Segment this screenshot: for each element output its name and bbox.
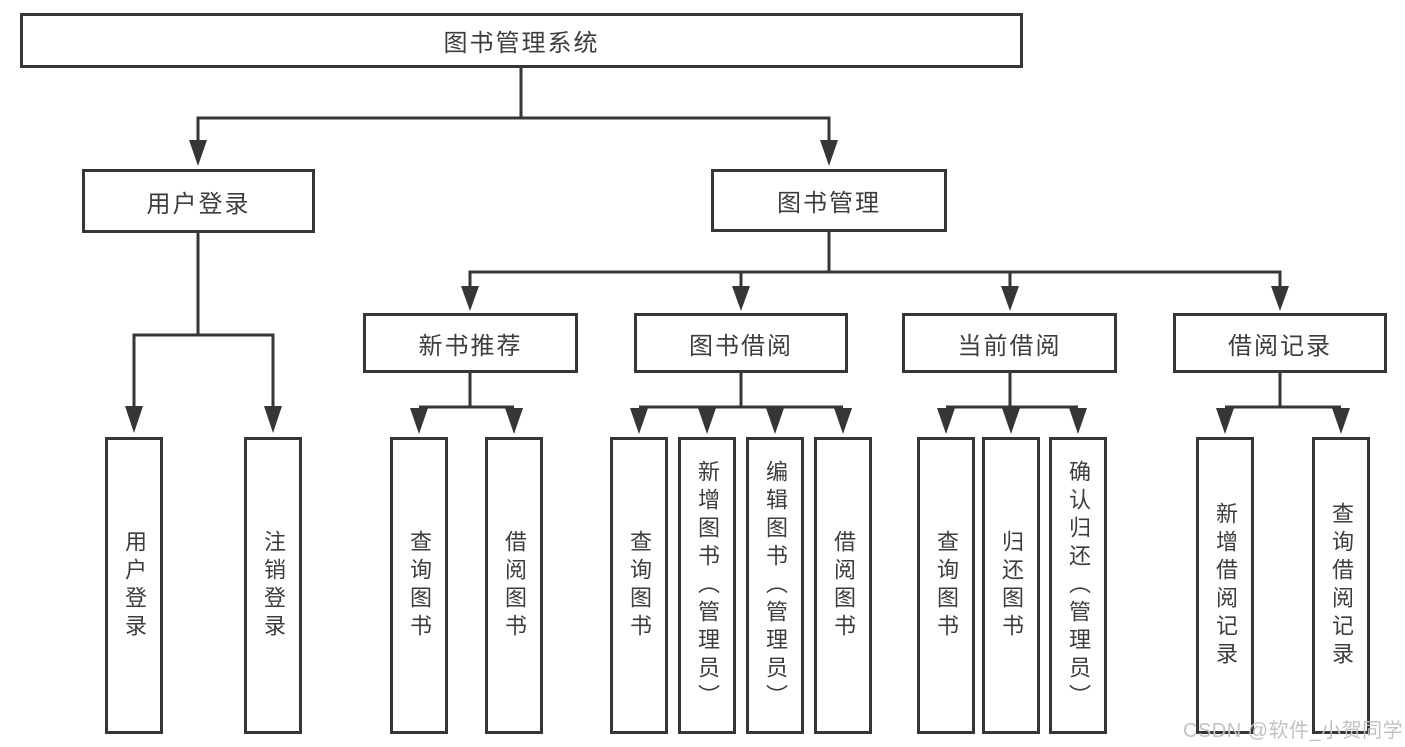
arrowhead	[410, 408, 428, 434]
node-label: 借阅记录	[1228, 332, 1332, 360]
leaf-label: 确认归还（管理员）	[1066, 459, 1091, 712]
connector-book-borrow-children	[630, 373, 852, 434]
arrowhead	[698, 408, 716, 434]
leaf-borrow-books-recommend: 借阅图书	[485, 437, 543, 734]
arrowhead	[505, 408, 523, 434]
node-label: 新书推荐	[418, 332, 523, 360]
arrowhead	[1332, 408, 1350, 434]
leaf-label: 新增借阅记录	[1213, 501, 1238, 670]
connector-book-management-children	[461, 232, 1289, 311]
leaf-label: 注销登录	[261, 529, 286, 642]
connector-user-login-children	[125, 233, 282, 433]
leaf-query-books-recommend: 查询图书	[390, 437, 448, 734]
arrowhead	[1001, 286, 1019, 311]
node-library-system: 图书管理系统	[20, 13, 1023, 68]
connector-current-borrow-children	[937, 373, 1087, 434]
node-label: 当前借阅	[957, 332, 1062, 360]
leaf-label: 归还图书	[999, 529, 1024, 642]
arrowhead	[461, 286, 479, 311]
arrowhead	[820, 140, 838, 166]
leaf-label: 编辑图书（管理员）	[763, 459, 788, 712]
node-label: 图书管理	[777, 190, 881, 217]
node-borrow-records: 借阅记录	[1173, 313, 1387, 373]
node-current-borrow: 当前借阅	[902, 313, 1117, 373]
connector-new-book-children	[410, 373, 523, 434]
node-new-book-recommend: 新书推荐	[363, 313, 578, 373]
arrowhead	[937, 408, 955, 434]
node-book-management: 图书管理	[711, 169, 947, 232]
leaf-edit-book-admin: 编辑图书（管理员）	[746, 437, 804, 734]
arrowhead	[1216, 408, 1234, 434]
leaf-add-borrow-record: 新增借阅记录	[1196, 437, 1254, 734]
leaf-user-login: 用户登录	[105, 437, 163, 734]
arrowhead	[1069, 408, 1087, 434]
leaf-label: 借阅图书	[831, 529, 856, 642]
leaf-query-books-borrow: 查询图书	[610, 437, 668, 734]
csdn-watermark: CSDN @软件_小贺同学	[1183, 720, 1404, 742]
arrowhead	[834, 408, 852, 434]
leaf-confirm-return-admin: 确认归还（管理员）	[1049, 437, 1107, 734]
leaf-query-borrow-record: 查询借阅记录	[1312, 437, 1370, 734]
arrowhead	[1002, 408, 1020, 434]
connector-borrow-record-children	[1216, 373, 1350, 434]
arrowhead	[1271, 286, 1289, 311]
node-label: 用户登录	[146, 190, 251, 218]
leaf-add-book-admin: 新增图书（管理员）	[678, 437, 736, 734]
node-label: 图书管理系统	[443, 30, 600, 57]
arrowhead	[766, 408, 784, 434]
leaf-label: 查询借阅记录	[1329, 501, 1354, 670]
connector-root-to-level2	[189, 66, 838, 166]
leaf-query-books-current: 查询图书	[917, 437, 975, 734]
arrowhead	[189, 140, 207, 166]
leaf-borrow-books: 借阅图书	[814, 437, 872, 734]
node-label: 图书借阅	[689, 332, 793, 360]
node-user-login: 用户登录	[82, 169, 315, 233]
leaf-logout: 注销登录	[244, 437, 302, 734]
leaf-label: 查询图书	[407, 529, 432, 642]
leaf-label: 用户登录	[122, 529, 147, 642]
arrowhead	[125, 406, 143, 433]
arrowhead	[732, 286, 750, 311]
node-book-borrow: 图书借阅	[634, 313, 848, 373]
arrowhead	[630, 408, 648, 434]
leaf-label: 查询图书	[934, 529, 959, 642]
arrowhead	[264, 406, 282, 433]
leaf-return-book: 归还图书	[982, 437, 1040, 734]
leaf-label: 新增图书（管理员）	[695, 459, 720, 712]
leaf-label: 借阅图书	[502, 529, 527, 642]
leaf-label: 查询图书	[627, 529, 652, 642]
